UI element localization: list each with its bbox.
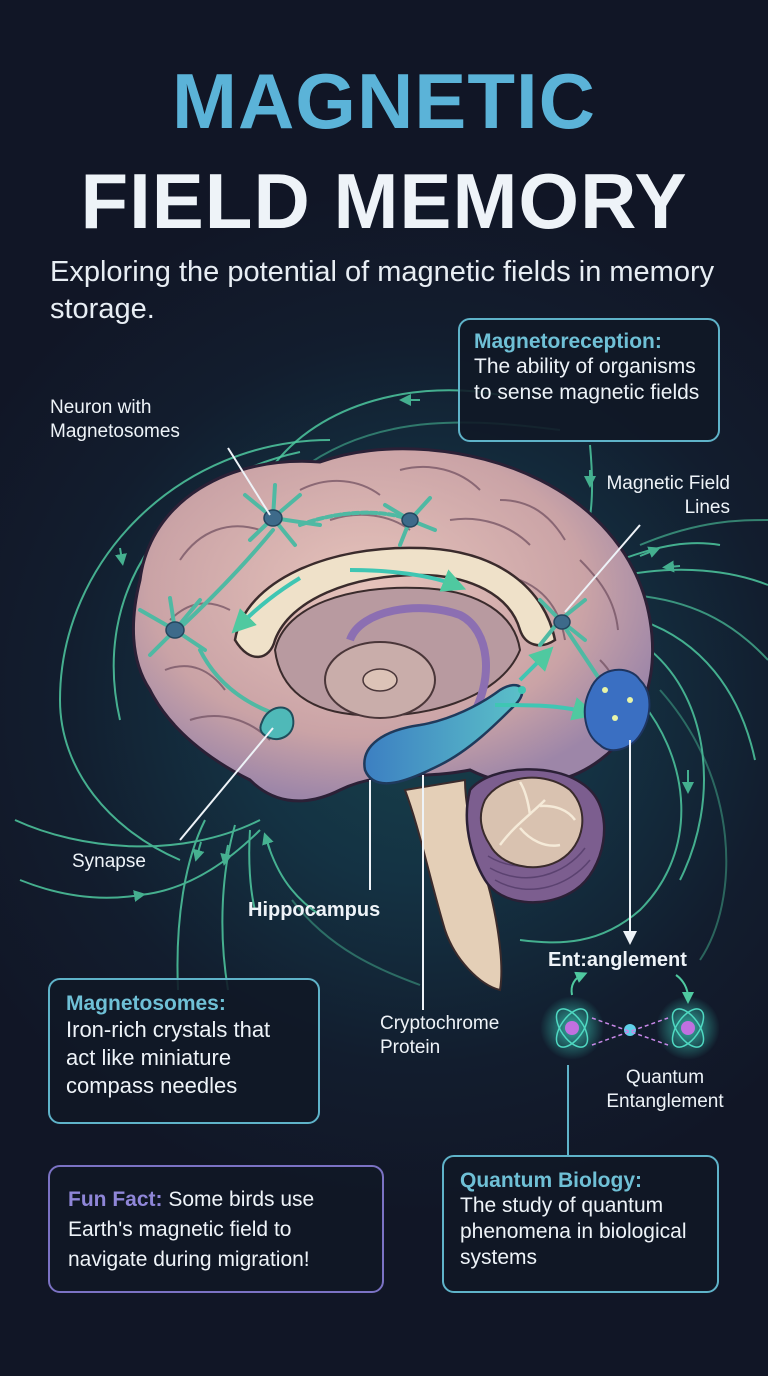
- quantum-biology-body: The study of quantum phenomena in biolog…: [460, 1194, 687, 1269]
- magnetoreception-body: The ability of organisms to sense magnet…: [474, 355, 700, 404]
- fun-fact-heading: Fun Fact:: [68, 1188, 163, 1211]
- arbor-vitae: [479, 776, 584, 869]
- magnetic-field-line-icon: [14, 439, 421, 991]
- magnetoreception-heading: Magnetoreception:: [474, 330, 662, 353]
- quantum-biology-callout: Quantum Biology: The study of quantum ph…: [442, 1155, 719, 1293]
- magnetosomes-heading: Magnetosomes:: [66, 992, 226, 1015]
- magnetoreception-callout: Magnetoreception: The ability of organis…: [458, 318, 720, 442]
- magnetosomes-body: Iron-rich crystals that act like miniatu…: [66, 1017, 271, 1098]
- hippocampus-label: Hippocampus: [248, 899, 381, 921]
- quantum-biology-heading: Quantum Biology:: [460, 1169, 642, 1192]
- cryptochrome-blob: [583, 668, 651, 752]
- atom-icon: [540, 971, 720, 1060]
- neuron-label: Neuron with Magnetosomes: [50, 397, 180, 442]
- synapse-label: Synapse: [72, 851, 146, 872]
- neuron-icon: [138, 483, 602, 714]
- cryptochrome-label: Cryptochrome Protein: [380, 1013, 500, 1058]
- magnetosomes-callout: Magnetosomes: Iron-rich crystals that ac…: [48, 978, 320, 1124]
- field-lines-label: Magnetic Field Lines: [606, 473, 730, 518]
- fun-fact-callout: Fun Fact: Some birds use Earth's magneti…: [48, 1165, 384, 1293]
- subtitle: Exploring the potential of magnetic fiel…: [50, 256, 715, 325]
- fun-fact-body: Some birds use Earth's magnetic field to…: [68, 1188, 315, 1271]
- title-line-2: FIELD MEMORY: [80, 157, 688, 245]
- entanglement-heading: Ent:anglement: [548, 949, 687, 971]
- quantum-entanglement-label: Quantum Entanglement: [606, 1067, 724, 1112]
- title-line-1: MAGNETIC: [172, 57, 596, 145]
